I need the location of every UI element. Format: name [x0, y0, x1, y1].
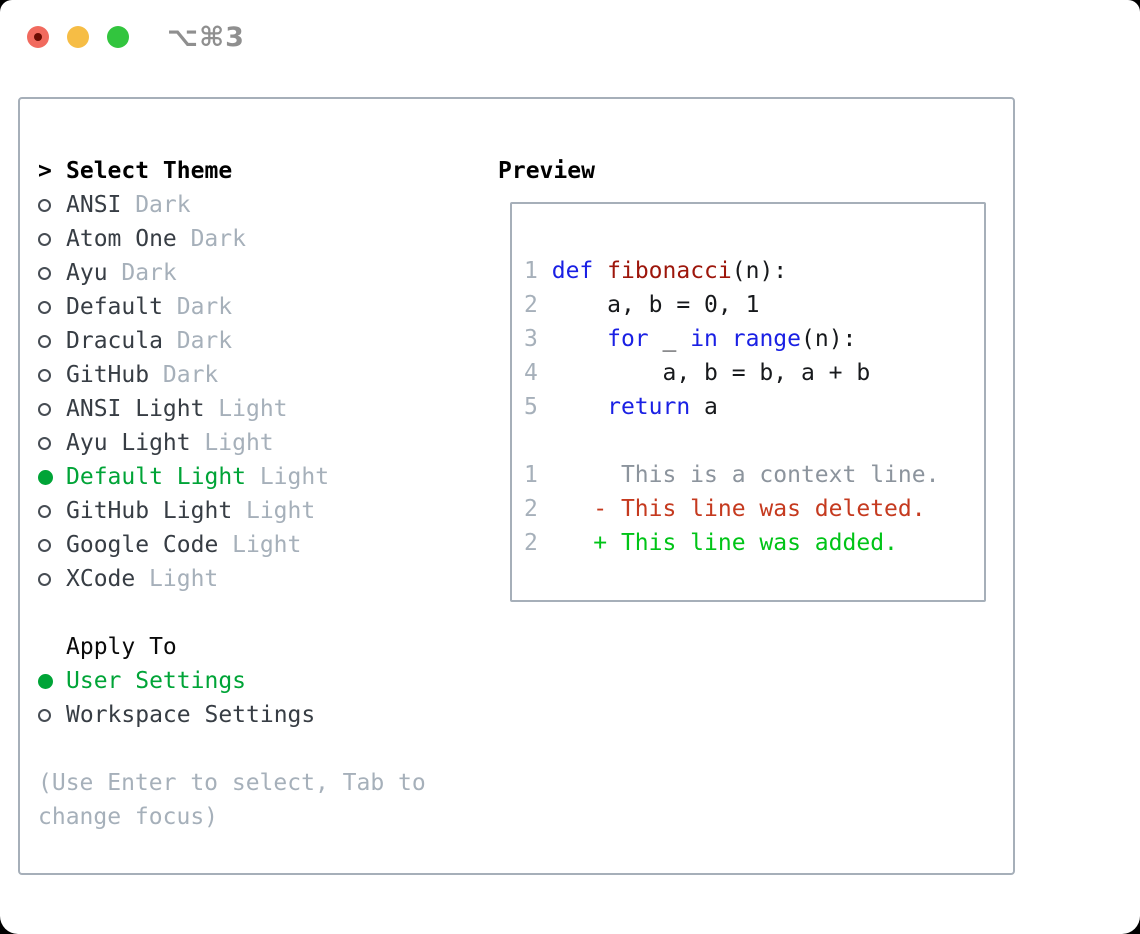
- theme-name: Google Code: [66, 532, 219, 558]
- radio-icon: [38, 504, 51, 518]
- code-line: 2 a, b = 0, 1: [524, 292, 760, 318]
- titlebar: ⌥⌘3: [0, 0, 1140, 70]
- theme-option-atom-one-dark[interactable]: Atom One Dark: [38, 222, 478, 256]
- radio-icon: [38, 402, 51, 416]
- theme-tag: Light: [204, 430, 274, 456]
- theme-picker: > Select Theme ANSI Dark Atom One Dark A…: [38, 154, 478, 834]
- radio-icon: [38, 708, 51, 722]
- apply-option-user-settings[interactable]: User Settings: [38, 664, 478, 698]
- blank-line: [524, 424, 984, 458]
- preview-title: Preview: [498, 158, 595, 184]
- radio-icon: [38, 572, 51, 586]
- code-line: 4 a, b = b, a + b: [524, 360, 871, 386]
- diff-deleted-line: 2 - This line was deleted.: [524, 496, 926, 522]
- theme-option-google-code-light[interactable]: Google Code Light: [38, 528, 478, 562]
- theme-tag: Dark: [176, 294, 233, 320]
- theme-option-ayu-light[interactable]: Ayu Light Light: [38, 426, 478, 460]
- theme-name: Dracula: [66, 328, 163, 354]
- theme-tag: Light: [259, 464, 330, 490]
- select-theme-title: Select Theme: [66, 158, 233, 184]
- close-button[interactable]: [27, 26, 49, 48]
- theme-tag: Light: [245, 498, 316, 524]
- select-theme-header: > Select Theme: [38, 154, 478, 188]
- radio-icon: [38, 368, 51, 382]
- theme-name: Atom One: [66, 226, 177, 252]
- theme-name: ANSI Light: [66, 396, 205, 422]
- theme-tag: Dark: [121, 260, 177, 286]
- theme-tag: Dark: [162, 362, 219, 388]
- radio-icon: [38, 232, 51, 246]
- radio-icon: [38, 300, 51, 314]
- theme-option-xcode-light[interactable]: XCode Light: [38, 562, 478, 596]
- close-button-dot: [34, 33, 42, 41]
- theme-tag: Light: [149, 566, 219, 592]
- theme-name: Default Light: [66, 464, 247, 490]
- apply-option-label: Workspace Settings: [66, 702, 316, 728]
- preview-pane: 1 def fibonacci(n): 2 a, b = 0, 1 3 for …: [510, 202, 986, 602]
- radio-icon: [38, 198, 51, 212]
- apply-to-title: Apply To: [66, 634, 177, 660]
- apply-option-label: User Settings: [66, 668, 247, 694]
- theme-option-default-dark[interactable]: Default Dark: [38, 290, 478, 324]
- keyboard-hint: (Use Enter to select, Tab to change focu…: [38, 770, 426, 830]
- radio-icon: [38, 538, 51, 552]
- theme-option-github-light[interactable]: GitHub Light Light: [38, 494, 478, 528]
- main-panel: > Select Theme ANSI Dark Atom One Dark A…: [18, 97, 1015, 875]
- theme-option-ayu-dark[interactable]: Ayu Dark: [38, 256, 478, 290]
- theme-tag: Dark: [176, 328, 233, 354]
- radio-icon: [38, 334, 51, 348]
- apply-option-workspace-settings[interactable]: Workspace Settings: [38, 698, 478, 732]
- theme-option-ansi-dark[interactable]: ANSI Dark: [38, 188, 478, 222]
- radio-icon: [38, 436, 51, 450]
- diff-context-line: 1 This is a context line.: [524, 462, 940, 488]
- theme-tag: Dark: [135, 192, 191, 218]
- theme-option-ansi-light[interactable]: ANSI Light Light: [38, 392, 478, 426]
- theme-name: GitHub Light: [66, 498, 233, 524]
- minimize-button[interactable]: [67, 26, 89, 48]
- theme-tag: Light: [218, 396, 288, 422]
- theme-option-github-dark[interactable]: GitHub Dark: [38, 358, 478, 392]
- theme-name: Ayu Light: [66, 430, 191, 456]
- theme-option-default-light[interactable]: Default Light Light: [38, 460, 478, 494]
- theme-name: GitHub: [66, 362, 150, 388]
- diff-added-line: 2 + This line was added.: [524, 530, 898, 556]
- prompt-icon: >: [38, 158, 52, 184]
- theme-name: ANSI: [66, 192, 122, 218]
- theme-option-dracula-dark[interactable]: Dracula Dark: [38, 324, 478, 358]
- theme-name: Ayu: [66, 260, 108, 286]
- apply-to-header: Apply To: [38, 630, 478, 664]
- radio-selected-icon: [38, 469, 53, 485]
- radio-icon: [38, 266, 51, 280]
- theme-name: Default: [66, 294, 163, 320]
- window-shortcut-label: ⌥⌘3: [167, 22, 245, 53]
- theme-tag: Light: [232, 532, 302, 558]
- code-line: 1 def fibonacci(n):: [524, 258, 788, 284]
- theme-name: XCode: [66, 566, 136, 592]
- theme-tag: Dark: [190, 226, 246, 252]
- code-line: 5 return a: [524, 394, 718, 420]
- radio-selected-icon: [38, 673, 53, 689]
- zoom-button[interactable]: [107, 26, 129, 48]
- code-line: 3 for _ in range(n):: [524, 326, 857, 352]
